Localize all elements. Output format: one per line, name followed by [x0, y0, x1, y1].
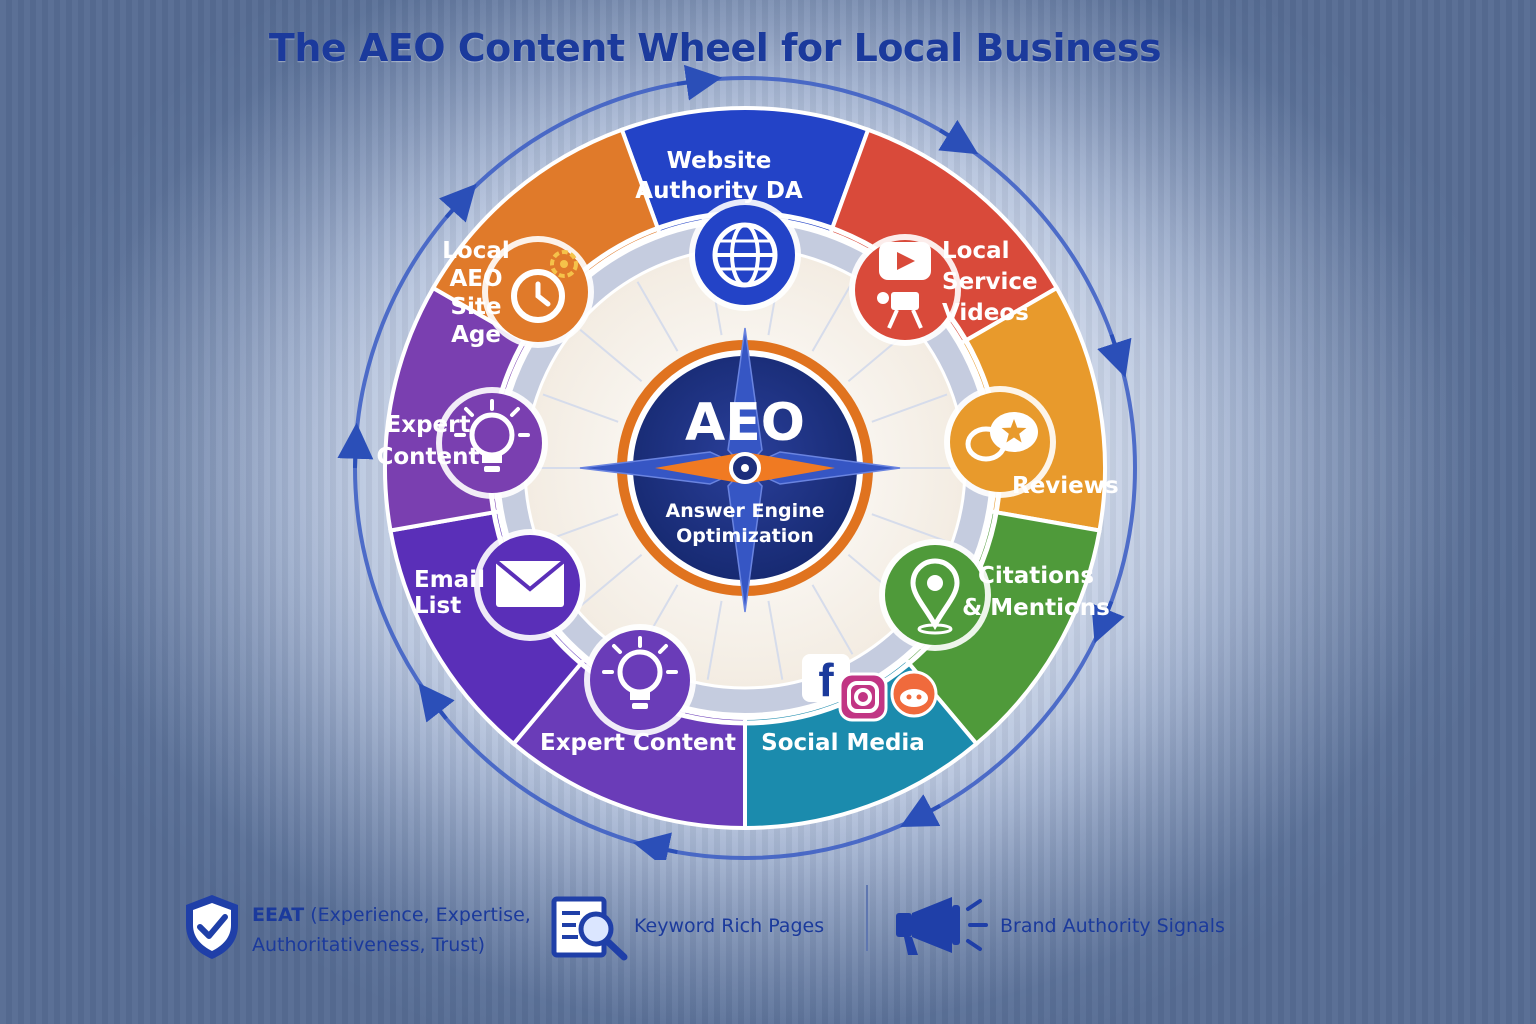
legend-keyword-text: Keyword Rich Pages [634, 915, 825, 937]
lightbulb-icon [454, 399, 530, 472]
segment-label-social: Social Media [761, 730, 925, 756]
segment-label-site-age: Site [450, 294, 501, 320]
spoke-line [579, 329, 643, 382]
social-icons: f [802, 654, 938, 722]
bubble-email [474, 529, 586, 641]
bubble-website [689, 199, 801, 311]
spoke-line [542, 393, 619, 423]
segment-label-reviews: Reviews [1012, 473, 1119, 499]
segment-label-expert-left: Content [376, 444, 479, 470]
ring-arrow [1097, 333, 1132, 378]
segment-label-citations: Citations [978, 563, 1094, 589]
spoke-line [636, 281, 679, 352]
video-icon [877, 242, 931, 329]
spoke-line [871, 393, 948, 423]
segment-label-expert-left: Expert [386, 412, 471, 438]
segment-label-website: Website [667, 148, 772, 174]
segment-label-site-age: AEO [449, 266, 502, 292]
map-pin-icon [910, 558, 960, 635]
bubble-expert-left [436, 387, 548, 499]
ring-arrow [418, 683, 455, 723]
legend-brand-text: Brand Authority Signals [1000, 915, 1225, 937]
icon-bubbles: f [436, 199, 1056, 736]
bubble-citations [879, 539, 991, 651]
page-title: The AEO Content Wheel for Local Business [268, 26, 1162, 70]
aeo-center-badge: AEO Answer Engine Optimization [579, 327, 901, 613]
spoke-line [811, 281, 854, 352]
segment-label-videos: Service [942, 269, 1038, 295]
document-search-icon [551, 896, 628, 961]
lightbulb-icon [602, 636, 678, 709]
spoke-line [871, 513, 948, 543]
center-subtitle-line2: Optimization [676, 525, 814, 547]
segment-label-videos: Local [942, 238, 1010, 264]
legend-eeat-main: EEAT [252, 904, 305, 926]
legend-eeat: EEAT (Experience, Expertise, Authoritati… [180, 876, 531, 976]
ring-arrow [1091, 600, 1125, 644]
bubble-expert-bottom [584, 624, 696, 736]
shield-check-icon [186, 895, 238, 959]
ring-arrow [439, 183, 477, 223]
review-star-icon [965, 412, 1038, 462]
globe-icon [712, 222, 778, 288]
ring-arrow [676, 64, 723, 101]
segment-label-site-age: Local [442, 238, 510, 264]
wheel-segments [383, 106, 1107, 831]
legend-eeat-rest: (Experience, Expertise, [304, 904, 531, 926]
ring-arrow [900, 794, 941, 827]
legend-divider [866, 885, 868, 951]
spoke-line [706, 600, 723, 680]
spoke-line [579, 554, 643, 607]
ring-arrows [337, 64, 1132, 860]
megaphone-icon [896, 897, 988, 955]
envelope-icon [494, 559, 566, 607]
segment-label-website: Authority DA [635, 178, 803, 204]
bubble-social: f [802, 654, 938, 722]
legend-keyword: Keyword Rich Pages [550, 876, 824, 976]
ring-arrow [337, 422, 374, 469]
bubble-reviews [944, 386, 1056, 498]
bubble-videos [849, 234, 961, 346]
segment-label-email: Email [414, 567, 485, 593]
legend-brand: Brand Authority Signals [890, 876, 1225, 976]
clock-icon [511, 250, 578, 323]
segment-label-expert-bottom: Expert Content [540, 730, 736, 756]
legend-eeat-text: EEAT (Experience, Expertise, Authoritati… [252, 900, 531, 960]
center-title: AEO [685, 393, 805, 453]
segment-label-videos: Videos [942, 300, 1029, 326]
ring-arrow [633, 832, 678, 860]
aeo-wheel-diagram: f AEO Answer Engine Optimization Website… [337, 64, 1137, 860]
segment-label-site-age: Age [451, 322, 501, 348]
spoke-line [811, 584, 854, 655]
bubble-site-age [482, 236, 594, 348]
svg-text:f: f [818, 654, 834, 706]
segment-label-email: List [414, 593, 461, 619]
segment-label-citations: & Mentions [962, 595, 1110, 621]
spoke-line [767, 600, 784, 680]
center-subtitle-line1: Answer Engine [666, 500, 825, 522]
legend-eeat-line2: Authoritativeness, Trust) [252, 934, 486, 956]
ring-arrow [938, 119, 979, 155]
compass-star-icon [579, 327, 901, 613]
